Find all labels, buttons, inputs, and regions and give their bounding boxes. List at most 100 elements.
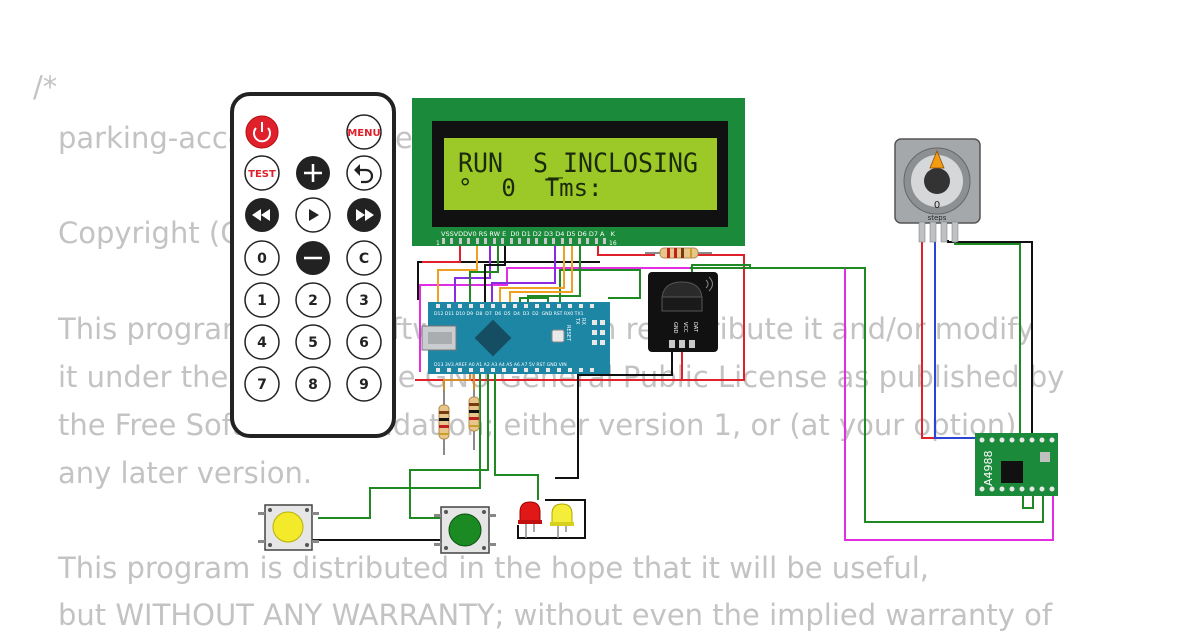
remote-digit-3[interactable]: 3 [346, 282, 382, 318]
ir-pin-gnd: GND [672, 322, 678, 334]
remote-power-button[interactable] [245, 115, 279, 149]
lcd-line-2: ° 0 Tms: [458, 174, 603, 202]
wire-black[interactable] [947, 240, 1033, 438]
remote-digit-5[interactable]: 5 [295, 324, 331, 360]
wire-red[interactable] [422, 240, 461, 263]
resistor-1[interactable] [438, 390, 450, 455]
digit-label: 7 [257, 377, 267, 393]
rewind-icon [252, 209, 270, 221]
led-yellow[interactable] [550, 503, 574, 538]
remote-zero-button[interactable]: 0 [244, 240, 280, 276]
wire-purple[interactable] [491, 240, 556, 308]
remote-rewind-button[interactable] [245, 198, 279, 232]
lcd-line-1: RUN S_INCLOSING [458, 148, 698, 179]
digit-label: 2 [308, 293, 318, 309]
code-line: This program is distributed in the hope … [58, 551, 930, 585]
remote-menu-button[interactable]: MENU [346, 114, 382, 150]
c-label: C [359, 251, 369, 267]
arduino-bottom-pins[interactable] [436, 368, 594, 372]
wire-magenta[interactable] [419, 267, 1054, 541]
wire-orange[interactable] [509, 240, 573, 308]
arduino-top-pin-labels: D12 D11 D10 D9 D8 D7 D6 D5 D4 D3 D2 GND … [434, 311, 584, 317]
driver-label: A4988 [982, 450, 995, 486]
lcd-screen [444, 138, 717, 210]
code-line: but WITHOUT ANY WARRANTY; without even t… [58, 598, 1053, 632]
a4988-driver[interactable]: A4988 [975, 433, 1058, 496]
arduino-pcb [428, 302, 610, 374]
remote-plus-button[interactable] [296, 156, 330, 190]
remote-digit-4[interactable]: 4 [244, 324, 280, 360]
digit-label: 5 [308, 335, 318, 351]
driver-pins[interactable] [979, 437, 1055, 492]
remote-c-button[interactable]: C [346, 240, 382, 276]
code-line: any later version. [58, 456, 313, 490]
push-button-yellow[interactable] [258, 504, 319, 551]
usb-port-inner [428, 332, 452, 344]
remote-play-button[interactable] [295, 197, 331, 233]
lcd-pin-first: 1 [436, 240, 440, 247]
wire-green[interactable] [1022, 496, 1034, 509]
ir-pin-vcc: VCC [682, 322, 688, 333]
remote-forward-button[interactable] [347, 198, 381, 232]
wire-green[interactable] [409, 372, 489, 519]
stepper-value: 0 [934, 200, 940, 211]
wire-red[interactable] [415, 254, 745, 381]
backlight-resistor[interactable] [645, 247, 712, 259]
code-line: it under the terms of the GNU General Pu… [58, 360, 1065, 394]
arduino-top-pins[interactable] [436, 304, 594, 308]
digit-label: 1 [257, 293, 267, 309]
wire-orange[interactable] [437, 240, 478, 308]
wire-green[interactable] [494, 372, 539, 500]
remote-test-button[interactable]: TEST [244, 155, 280, 191]
wire-black[interactable] [484, 240, 506, 308]
code-line: the Free Software Foundation; either ver… [58, 408, 1017, 442]
remote-digit-2[interactable]: 2 [295, 282, 331, 318]
digit-label: 8 [308, 377, 318, 393]
wire-black[interactable] [417, 261, 600, 300]
push-button-green[interactable] [434, 506, 496, 554]
wire-blue[interactable] [934, 240, 1020, 439]
remote-digit-9[interactable]: 9 [346, 366, 382, 402]
wire-purple[interactable] [454, 240, 491, 308]
code-line: /* [33, 70, 58, 104]
remote-minus-button[interactable] [296, 241, 330, 275]
wire-green[interactable] [559, 269, 641, 308]
wire-green[interactable] [318, 372, 481, 519]
power-icon [253, 122, 271, 143]
wire-black[interactable] [578, 345, 673, 376]
microcontroller-chip-icon [474, 319, 512, 357]
stepper-motor[interactable]: 0 steps [894, 138, 981, 243]
remote-digit-7[interactable]: 7 [244, 366, 280, 402]
remote-digit-8[interactable]: 8 [295, 366, 331, 402]
play-icon [309, 209, 319, 221]
digit-label: 4 [257, 335, 267, 351]
wifi-wave-icon [705, 276, 713, 292]
lcd-pin-labels: VSSVDDV0 RS RW E D0 D1 D2 D3 D4 D5 D6 D7… [441, 230, 616, 238]
remote-digit-6[interactable]: 6 [346, 324, 382, 360]
lcd-pin-header[interactable] [442, 238, 606, 244]
arduino-nano[interactable]: RESET TX RX D12 D11 D10 D9 D8 D7 D6 D5 D… [421, 302, 610, 374]
wire-orange[interactable] [499, 240, 565, 308]
ir-remote[interactable]: MENU TEST [230, 92, 396, 438]
driver-potentiometer-icon [1040, 452, 1050, 462]
digit-label: 6 [359, 335, 369, 351]
reset-button-icon[interactable] [551, 329, 565, 343]
wire-green[interactable] [954, 240, 1021, 438]
wire-green[interactable] [690, 267, 1044, 523]
arduino-bottom-pin-labels: D13 3V3 AREF A0 A1 A2 A3 A4 A5 A6 A7 5V … [434, 362, 567, 368]
wire-black[interactable] [517, 499, 586, 539]
wire-orange[interactable] [443, 372, 471, 395]
resistor-2[interactable] [468, 390, 480, 450]
led-red[interactable] [518, 501, 542, 538]
stepper-pointer-icon [929, 149, 945, 169]
menu-label: MENU [347, 128, 380, 139]
ir-receiver[interactable]: GND VCC DAT [648, 272, 718, 352]
lcd-module[interactable]: RUN S_INCLOSING ° 0 Tms: VSSVDDV0 RS RW … [412, 98, 745, 247]
fast-forward-icon [356, 209, 374, 221]
remote-back-button[interactable] [346, 155, 382, 191]
digit-label: 9 [359, 377, 369, 393]
ir-sensor-dome-icon [661, 281, 703, 301]
remote-digit-1[interactable]: 1 [244, 282, 280, 318]
wire-black[interactable] [555, 368, 579, 479]
